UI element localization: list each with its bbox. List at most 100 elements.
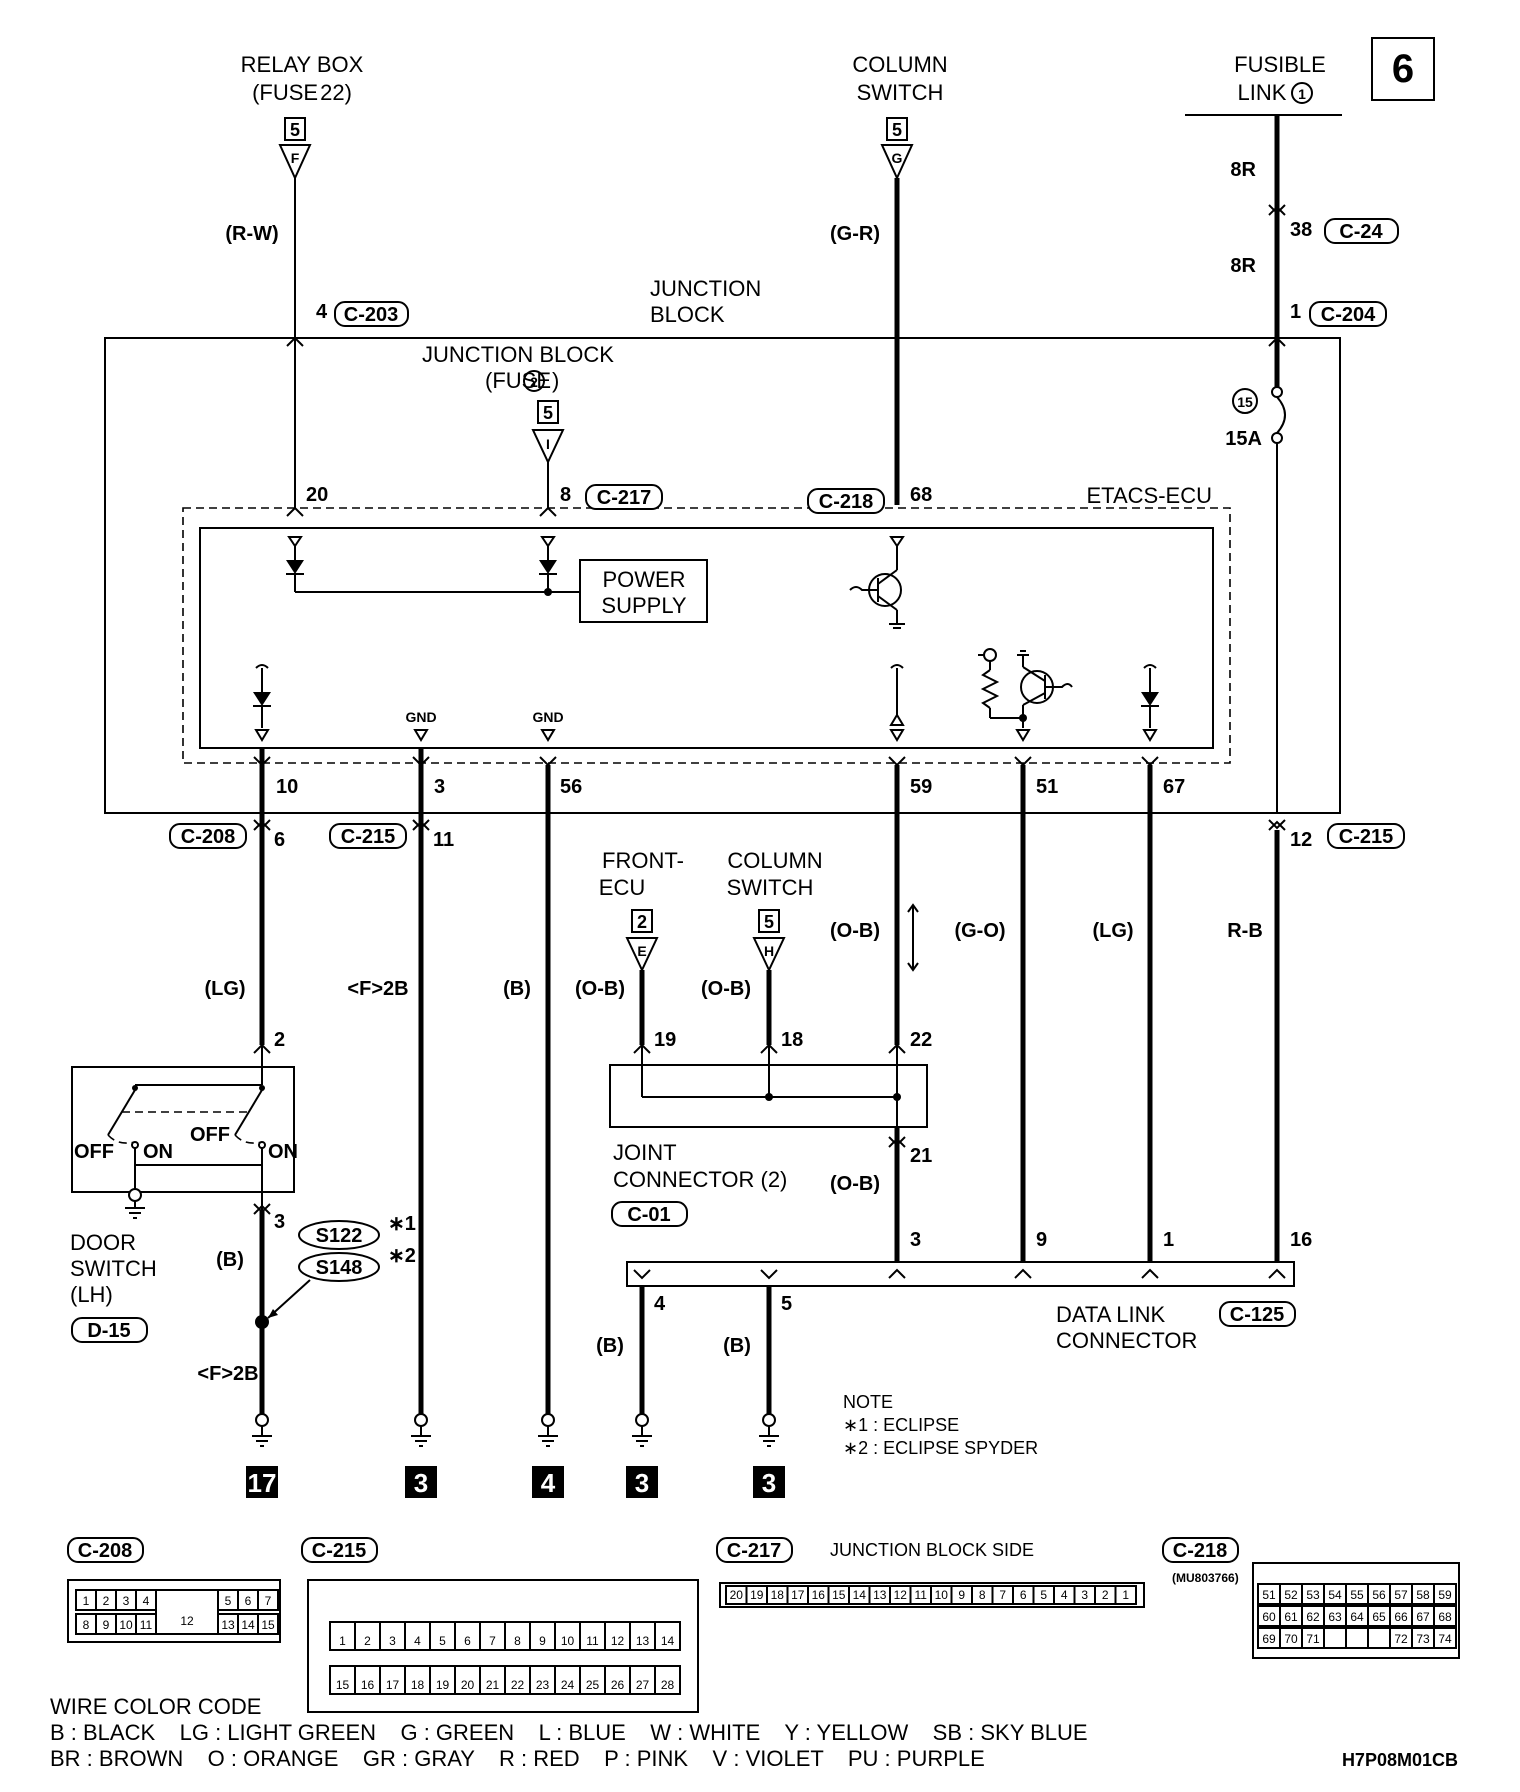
s122-ellipse — [298, 1220, 380, 1250]
connector-pin: 17 — [386, 1678, 400, 1692]
connector-pin: 19 — [750, 1588, 764, 1602]
pin-20: 20 — [306, 484, 328, 506]
ground-badge — [626, 1466, 658, 1498]
relay-box-sub: (FUSE22) — [252, 80, 352, 105]
ecu-term-10 — [254, 729, 270, 742]
connector-pin: 10 — [119, 1618, 133, 1632]
connector-pin: 10 — [561, 1634, 575, 1648]
wire-f2b-label-2: <F>2B — [197, 1363, 258, 1385]
jb-fuse-num: 2 — [530, 374, 538, 390]
c215-label: C-215 — [341, 826, 395, 848]
ds-on-2: ON — [268, 1141, 298, 1163]
door-switch-label: DOOR — [70, 1230, 136, 1255]
connector-pin: 11 — [586, 1634, 599, 1648]
jc-dot-2 — [893, 1093, 901, 1101]
column-switch-title2: SWITCH — [857, 80, 944, 105]
connector-cell — [1433, 1605, 1457, 1627]
power-supply-label2: SUPPLY — [601, 593, 687, 618]
connector-pin: 62 — [1306, 1610, 1320, 1624]
tilde-67 — [1143, 664, 1157, 669]
dlc-arrow-5 — [760, 1269, 778, 1280]
wire-b-dlc4-label: (B) — [596, 1335, 624, 1357]
pin-12: 12 — [1290, 829, 1312, 851]
transistor-1-gnd — [889, 623, 905, 629]
connector-cell — [379, 1621, 406, 1651]
c125-label: C-125 — [1230, 1304, 1284, 1326]
wire-8r-label: 8R — [1230, 159, 1256, 181]
pin-68: 68 — [910, 484, 932, 506]
pullup-node — [983, 648, 997, 662]
connector-pin: 5 — [439, 1634, 446, 1648]
column-switch2-letter: H — [764, 943, 774, 959]
wire-go-label: (G-O) — [954, 920, 1005, 942]
note-title: NOTE — [843, 1392, 893, 1412]
connector-cell — [504, 1665, 531, 1695]
connector-pin: 16 — [361, 1678, 375, 1692]
column-switch-terminal — [880, 144, 914, 181]
connector-pin: 9 — [103, 1618, 110, 1632]
connector-pin: 3 — [389, 1634, 396, 1648]
page-number: 6 — [1392, 47, 1414, 91]
relay-box-letter: F — [291, 150, 300, 166]
pin-67: 67 — [1163, 776, 1185, 798]
connector-cell — [379, 1665, 406, 1695]
connector-pin: 10 — [935, 1588, 949, 1602]
connector-pin: 4 — [414, 1634, 421, 1648]
ground-number: 3 — [635, 1468, 649, 1498]
connector-pin: 8 — [83, 1618, 90, 1632]
connector-pin: 71 — [1306, 1632, 1320, 1646]
junction-block-box — [104, 337, 1341, 814]
connector-pin: 3 — [1081, 1588, 1088, 1602]
dlc-pin-3: 3 — [910, 1229, 921, 1251]
dlc-pin-9: 9 — [1036, 1229, 1047, 1251]
pin-2: 2 — [274, 1029, 285, 1051]
junction-block-label2: BLOCK — [650, 302, 725, 327]
ground-icon — [252, 1435, 272, 1447]
connector-pin: 17 — [791, 1588, 805, 1602]
column-switch-pin-box — [886, 117, 908, 141]
connector-cell — [329, 1621, 356, 1651]
connector-pin: 1 — [339, 1634, 346, 1648]
jb-entry-2 — [1268, 336, 1286, 347]
connector-pin: 14 — [853, 1588, 867, 1602]
pin-3-door: 3 — [274, 1211, 285, 1233]
arrow-67 — [1141, 756, 1159, 767]
c218-outline — [1252, 1562, 1460, 1659]
connector-cell — [479, 1665, 506, 1695]
ground-node — [635, 1413, 649, 1427]
pin-21: 21 — [910, 1145, 932, 1167]
column-switch2-pin: 5 — [764, 912, 774, 932]
connector-pin: 16 — [812, 1588, 826, 1602]
c01-label: C-01 — [627, 1204, 670, 1226]
wire-b-door-label: (B) — [216, 1249, 244, 1271]
connector-pin: 6 — [1020, 1588, 1027, 1602]
ground-number: 4 — [541, 1468, 556, 1498]
page-number-box — [1371, 37, 1435, 101]
c208-view-badge — [67, 1537, 144, 1563]
ground-node — [541, 1413, 555, 1427]
door-switch-box — [71, 1066, 295, 1193]
c208-badge — [169, 823, 247, 849]
ecu-term-2 — [540, 536, 556, 548]
c215-label-2: C-215 — [1339, 826, 1393, 848]
junction-block-label: JUNCTION — [650, 276, 761, 301]
ecu-term-3 — [413, 729, 429, 742]
diode-1 — [286, 560, 304, 574]
pin-38: 38 — [1290, 219, 1312, 241]
dlc-arrow-9 — [1014, 1268, 1032, 1279]
wire-ob-label: (O-B) — [830, 920, 880, 942]
relay-box-pin: 5 — [290, 120, 300, 140]
etacs-dashed-box — [182, 507, 1231, 764]
connector-pin: 12 — [180, 1614, 194, 1628]
c24-terminal — [1268, 204, 1286, 216]
ds-off-2: OFF — [190, 1124, 230, 1146]
connector-cell — [629, 1665, 656, 1695]
relay-box-pin-box — [284, 117, 306, 141]
connector-pin: 8 — [979, 1588, 986, 1602]
connector-pin: 72 — [1394, 1632, 1408, 1646]
connector-cell — [654, 1665, 681, 1695]
ground-number: 3 — [762, 1468, 776, 1498]
pin-56: 56 — [560, 776, 582, 798]
connector-pin: 70 — [1284, 1632, 1298, 1646]
s122-label: S122 — [316, 1225, 363, 1247]
